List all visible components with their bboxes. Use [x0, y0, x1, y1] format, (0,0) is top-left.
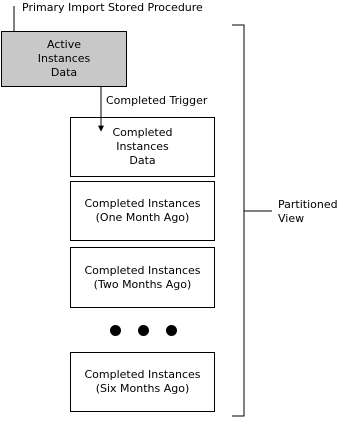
partitioned-view-label: Partitioned View — [278, 198, 337, 225]
partition-label-six-months: Completed Instances (Six Months Ago) — [84, 368, 201, 395]
partition-box-current: Completed Instances Data — [70, 117, 215, 177]
partition-label-two-months: Completed Instances (Two Months Ago) — [84, 263, 201, 291]
ellipsis-dot — [138, 325, 149, 336]
view-bracket — [232, 24, 245, 417]
partition-box-six-months: Completed Instances (Six Months Ago) — [70, 352, 215, 412]
partition-box-two-months: Completed Instances (Two Months Ago) — [70, 247, 215, 308]
ellipsis-dot — [166, 325, 177, 336]
partition-label-current: Completed Instances Data — [112, 126, 173, 167]
active-instances-box: Active Instances Data — [1, 31, 127, 87]
partition-label-one-month: Completed Instances (One Month Ago) — [84, 197, 201, 224]
active-instances-label: Active Instances Data — [37, 38, 91, 79]
ellipsis-dot — [110, 325, 121, 336]
procedure-label: Primary Import Stored Procedure — [22, 1, 203, 14]
partition-box-one-month: Completed Instances (One Month Ago) — [70, 181, 215, 241]
trigger-label: Completed Trigger — [106, 94, 208, 107]
